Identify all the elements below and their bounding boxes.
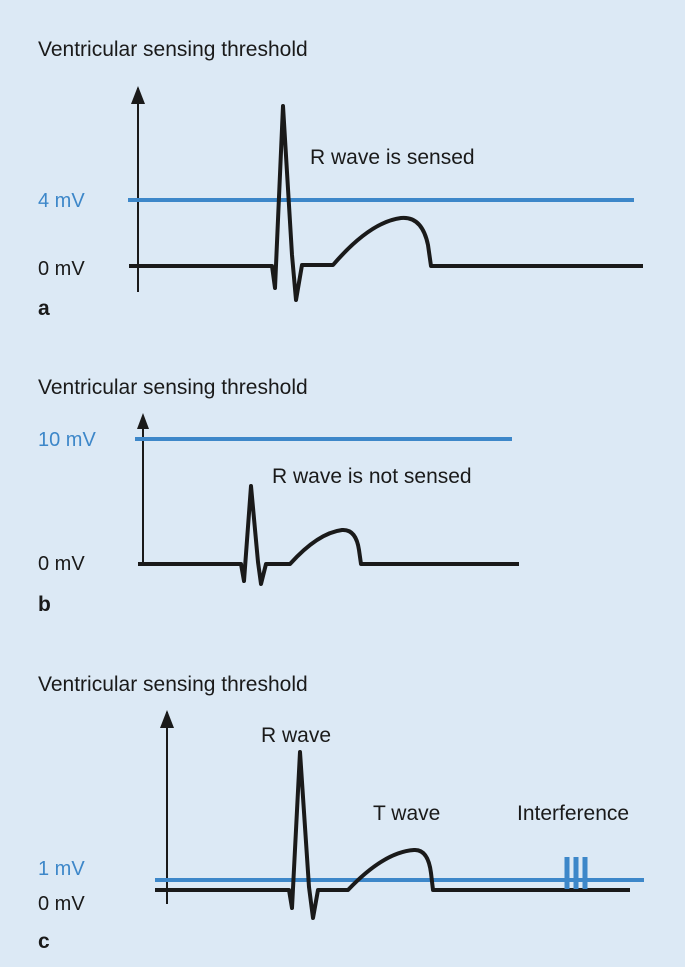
panel-c-ecg-trace [155, 750, 630, 920]
panel-c-axis-arrow-icon [160, 710, 174, 728]
panel-b: Ventricular sensing threshold 10 mV 0 mV… [38, 376, 519, 616]
panel-c-r-wave-label: R wave [261, 724, 331, 747]
panel-b-threshold-label: 10 mV [38, 429, 96, 451]
panel-c-interference-label: Interference [517, 802, 629, 825]
panel-b-annotation: R wave is not sensed [272, 465, 472, 488]
panel-a-ecg-trace [129, 104, 643, 302]
panel-a-axis-arrow-icon [131, 86, 145, 104]
panel-c-title: Ventricular sensing threshold [38, 673, 308, 696]
panel-a-annotation: R wave is sensed [310, 146, 475, 169]
panel-c-letter: c [38, 930, 50, 953]
panel-b-baseline-label: 0 mV [38, 553, 85, 575]
panel-a-title: Ventricular sensing threshold [38, 38, 308, 61]
panel-a-baseline-label: 0 mV [38, 258, 85, 280]
panel-a: Ventricular sensing threshold 4 mV 0 mV … [38, 38, 643, 320]
panel-b-title: Ventricular sensing threshold [38, 376, 308, 399]
panel-c: Ventricular sensing threshold 1 mV 0 mV … [38, 673, 644, 953]
panel-a-threshold-label: 4 mV [38, 190, 85, 212]
panel-c-interference-spikes [564, 857, 588, 889]
panel-c-baseline-label: 0 mV [38, 893, 85, 915]
panel-b-axis-arrow-icon [137, 413, 149, 429]
panel-b-ecg-trace [138, 484, 519, 586]
panel-c-threshold-label: 1 mV [38, 858, 85, 880]
panel-a-letter: a [38, 297, 50, 320]
panel-c-t-wave-label: T wave [373, 802, 440, 825]
panel-b-letter: b [38, 593, 51, 616]
